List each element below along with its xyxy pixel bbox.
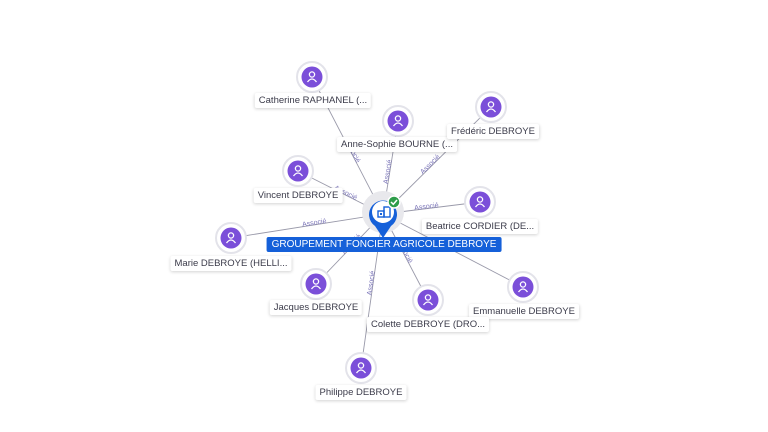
person-node[interactable] bbox=[282, 155, 314, 187]
person-node[interactable] bbox=[464, 186, 496, 218]
person-node[interactable] bbox=[475, 91, 507, 123]
person-icon bbox=[422, 294, 434, 306]
person-node[interactable] bbox=[382, 105, 414, 137]
person-node[interactable] bbox=[507, 271, 539, 303]
check-badge-icon bbox=[387, 195, 401, 209]
person-icon bbox=[306, 71, 318, 83]
person-node[interactable] bbox=[345, 352, 377, 384]
person-label[interactable]: Beatrice CORDIER (DE... bbox=[421, 219, 539, 234]
person-node[interactable] bbox=[412, 284, 444, 316]
person-icon bbox=[474, 196, 486, 208]
edge-5 bbox=[230, 213, 384, 239]
nodes bbox=[215, 61, 539, 384]
company-icon bbox=[377, 206, 391, 218]
edge-label: Associé bbox=[414, 202, 439, 212]
person-icon bbox=[485, 101, 497, 113]
edge-label: Associé bbox=[302, 218, 327, 229]
person-icon bbox=[225, 232, 237, 244]
person-label[interactable]: Marie DEBROYE (HELLI... bbox=[170, 256, 292, 271]
person-label[interactable]: Anne-Sophie BOURNE (... bbox=[337, 137, 457, 152]
person-label[interactable]: Catherine RAPHANEL (... bbox=[254, 93, 372, 108]
person-icon bbox=[355, 362, 367, 374]
person-label[interactable]: Philippe DEBROYE bbox=[315, 385, 407, 400]
person-label[interactable]: Colette DEBROYE (DRO... bbox=[366, 317, 490, 332]
center-node-label[interactable]: GROUPEMENT FONCIER AGRICOLE DEBROYE bbox=[266, 237, 502, 252]
edge-label: Associé bbox=[419, 154, 441, 176]
person-label[interactable]: Jacques DEBROYE bbox=[269, 300, 363, 315]
edge-label: Associé bbox=[383, 159, 394, 184]
person-icon bbox=[392, 115, 404, 127]
person-node[interactable] bbox=[215, 222, 247, 254]
person-icon bbox=[292, 165, 304, 177]
person-node[interactable] bbox=[300, 268, 332, 300]
person-node[interactable] bbox=[296, 61, 328, 93]
person-icon bbox=[310, 278, 322, 290]
person-label[interactable]: Frédéric DEBROYE bbox=[447, 124, 539, 139]
person-icon bbox=[517, 281, 529, 293]
edge-label: Associé bbox=[366, 270, 376, 295]
person-label[interactable]: Emmanuelle DEBROYE bbox=[469, 304, 579, 319]
center-node[interactable] bbox=[362, 191, 404, 238]
person-label[interactable]: Vincent DEBROYE bbox=[253, 188, 343, 203]
